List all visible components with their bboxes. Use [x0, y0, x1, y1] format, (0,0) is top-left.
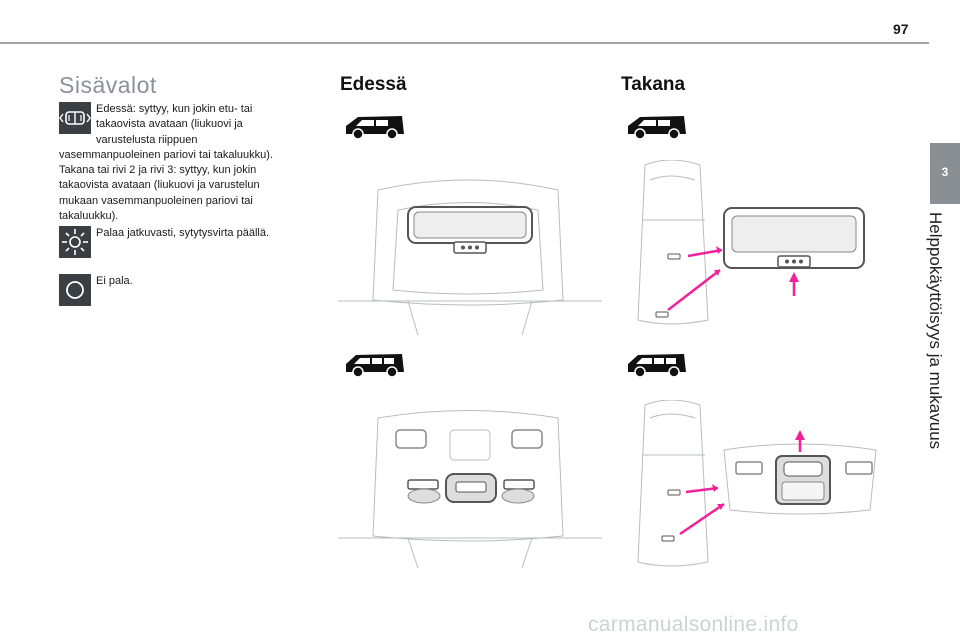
front-ceiling-console-illustration: [338, 410, 602, 568]
item-off: Ei pala.: [59, 274, 295, 307]
van-short-icon: [346, 116, 404, 140]
watermark: carmanualsonline.info: [588, 613, 799, 636]
page-number: 97: [893, 21, 909, 37]
header-rule: [0, 42, 929, 44]
rear-floorplan-console-illustration: [637, 400, 877, 567]
item-always-on: Palaa jatkuvasti, sytytysvirta päällä.: [59, 226, 295, 259]
rear-floorplan-illustration: [637, 160, 865, 325]
light-off-icon: [59, 274, 91, 307]
description-column: Edessä: syttyy, kun jokin etu- tai takao…: [59, 102, 295, 308]
item-off-text: Ei pala.: [96, 275, 133, 288]
item-on-text: Palaa jatkuvasti, sytytysvirta päällä.: [96, 227, 270, 240]
item-door-text-rear: Takana tai rivi 2 ja rivi 3: syttyy, kun…: [59, 164, 260, 223]
item-door-text: Edessä: syttyy, kun jokin etu- tai takao…: [59, 103, 274, 161]
item-door-mode: Edessä: syttyy, kun jokin etu- tai takao…: [59, 102, 295, 224]
light-on-icon: [59, 226, 91, 259]
section-title: Sisävalot: [59, 72, 157, 98]
van-long-icon-rear: [628, 354, 686, 378]
chapter-tab: 3: [930, 143, 960, 204]
door-open-icon: [59, 102, 91, 134]
front-heading: Edessä: [340, 74, 407, 95]
van-short-icon-rear: [628, 116, 686, 140]
rear-heading: Takana: [621, 74, 686, 95]
chapter-number: 3: [941, 165, 949, 179]
front-ceiling-light-illustration: [338, 179, 602, 335]
van-long-icon: [346, 354, 404, 378]
chapter-title: Helppokäyttöisyys ja mukavuus: [926, 212, 945, 450]
